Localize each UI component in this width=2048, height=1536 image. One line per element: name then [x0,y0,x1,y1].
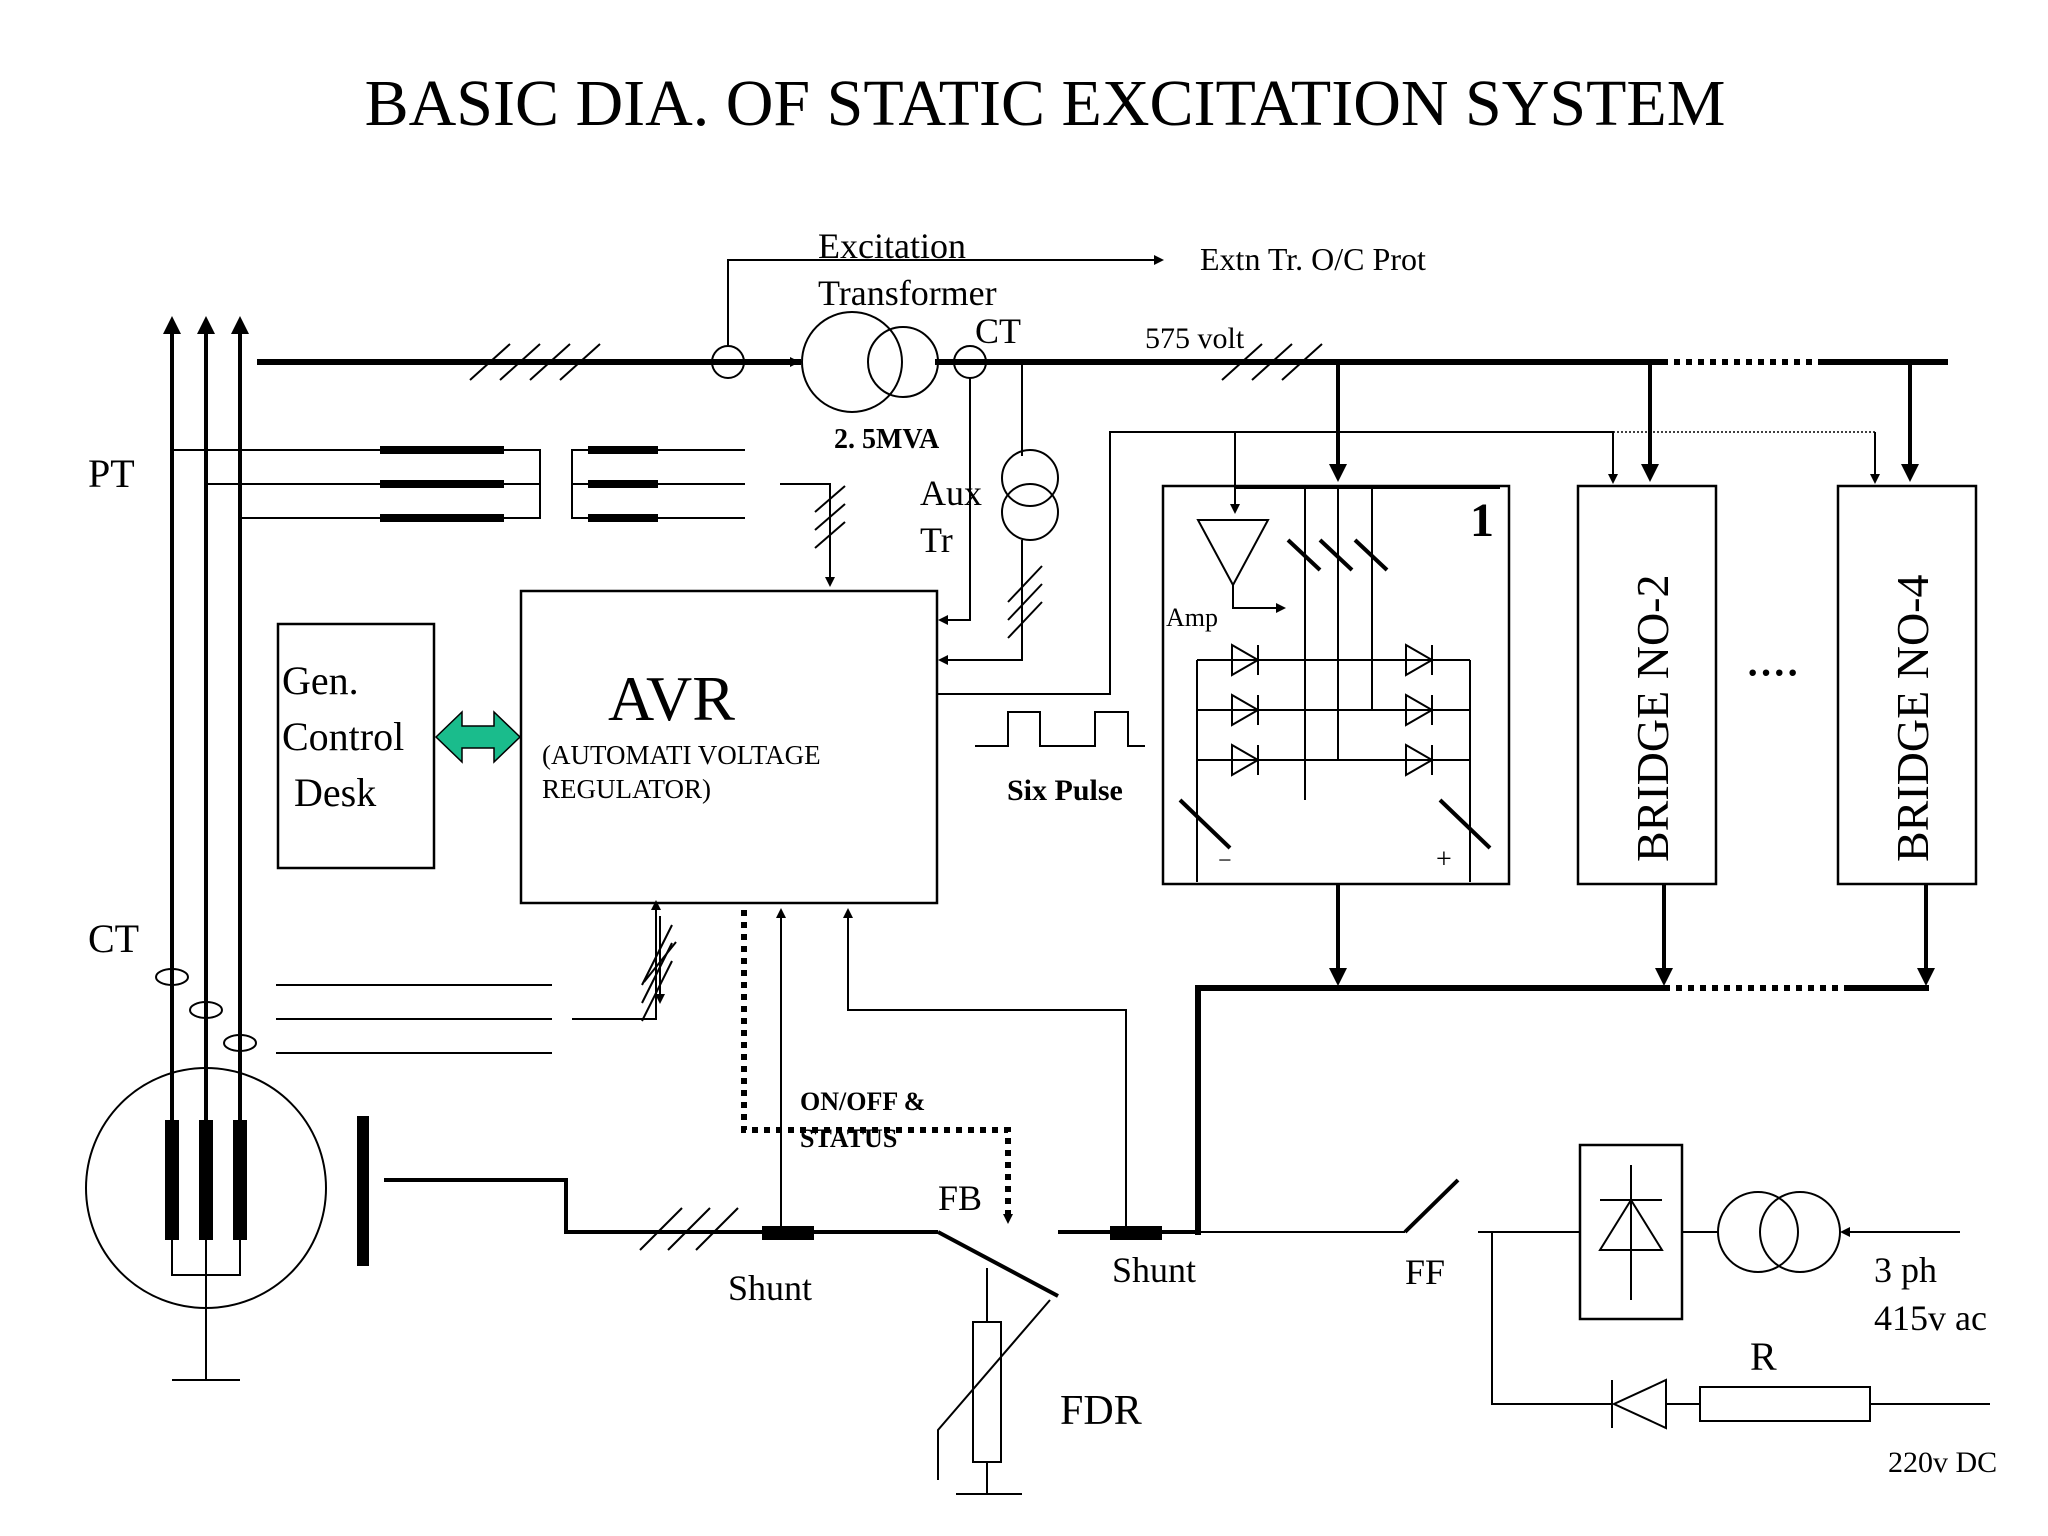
excitation-transformer-label-2: Transformer [818,273,997,313]
shunt-left-label: Shunt [728,1268,812,1308]
gcd-label-1: Gen. [282,658,359,703]
bridge-1-box[interactable] [1161,484,1511,886]
bridge-2-label: BRIDGE NO-2 [1627,575,1678,862]
ct-top-label: CT [975,311,1021,351]
amp-triangle-icon [1196,519,1270,588]
field-winding-bar [357,1116,369,1266]
gcd-label-3: Desk [294,770,376,815]
shunt-right-label: Shunt [1112,1250,1196,1290]
avr-title: AVR [608,663,735,734]
bridge-2-box[interactable] [1576,484,1718,886]
dc-diode-icon [1611,1378,1667,1430]
ac-label-2: 415v ac [1874,1298,1987,1338]
aux-label-1: Aux [920,473,982,513]
fb-label: FB [938,1178,982,1218]
diagram-title: BASIC DIA. OF STATIC EXCITATION SYSTEM [365,67,1726,140]
bridge-plus-label: + [1436,844,1452,875]
bridge-minus-label: − [1218,848,1232,874]
extn-prot-label: Extn Tr. O/C Prot [1200,241,1426,277]
bridge-1-number: 1 [1470,494,1494,547]
pt-label: PT [88,451,135,496]
generator-group [85,316,846,1381]
excitation-transformer-group [257,255,1948,665]
fdr-label: FDR [1060,1388,1142,1434]
r-label: R [1750,1334,1777,1379]
volt-575-label: 575 volt [1145,322,1245,355]
dc-label: 220v DC [1888,1446,1997,1479]
excitation-transformer-label-1: Excitation [818,226,966,266]
bridge-4-box[interactable] [1836,484,1978,886]
shunt-right-bar [1110,1226,1162,1240]
ct-left-label: CT [88,916,139,961]
mva-label: 2. 5MVA [834,424,940,455]
bidirectional-arrow-icon [434,710,522,764]
resistor-r [1699,1386,1871,1422]
six-pulse-label: Six Pulse [1007,774,1123,807]
bridge-1-group [1161,362,1511,886]
onoff-label-2: STATUS [800,1124,897,1153]
aux-label-2: Tr [920,520,953,560]
gcd-label-2: Control [282,714,404,759]
ac-label-1: 3 ph [1874,1250,1937,1290]
amp-label: Amp [1166,603,1218,632]
bridge-4-label: BRIDGE NO-4 [1887,575,1938,862]
gen-control-desk-box[interactable] [276,622,436,870]
bridge-dots-label: ···· [1746,650,1799,695]
ff-label: FF [1405,1252,1445,1292]
avr-subtitle-1: (AUTOMATI VOLTAGE [542,740,821,770]
onoff-label-1: ON/OFF & [800,1087,925,1116]
avr-box[interactable] [519,589,939,905]
fdr-resistor [972,1321,1002,1463]
shunt-left-bar [762,1226,814,1240]
avr-subtitle-2: REGULATOR) [542,774,711,804]
